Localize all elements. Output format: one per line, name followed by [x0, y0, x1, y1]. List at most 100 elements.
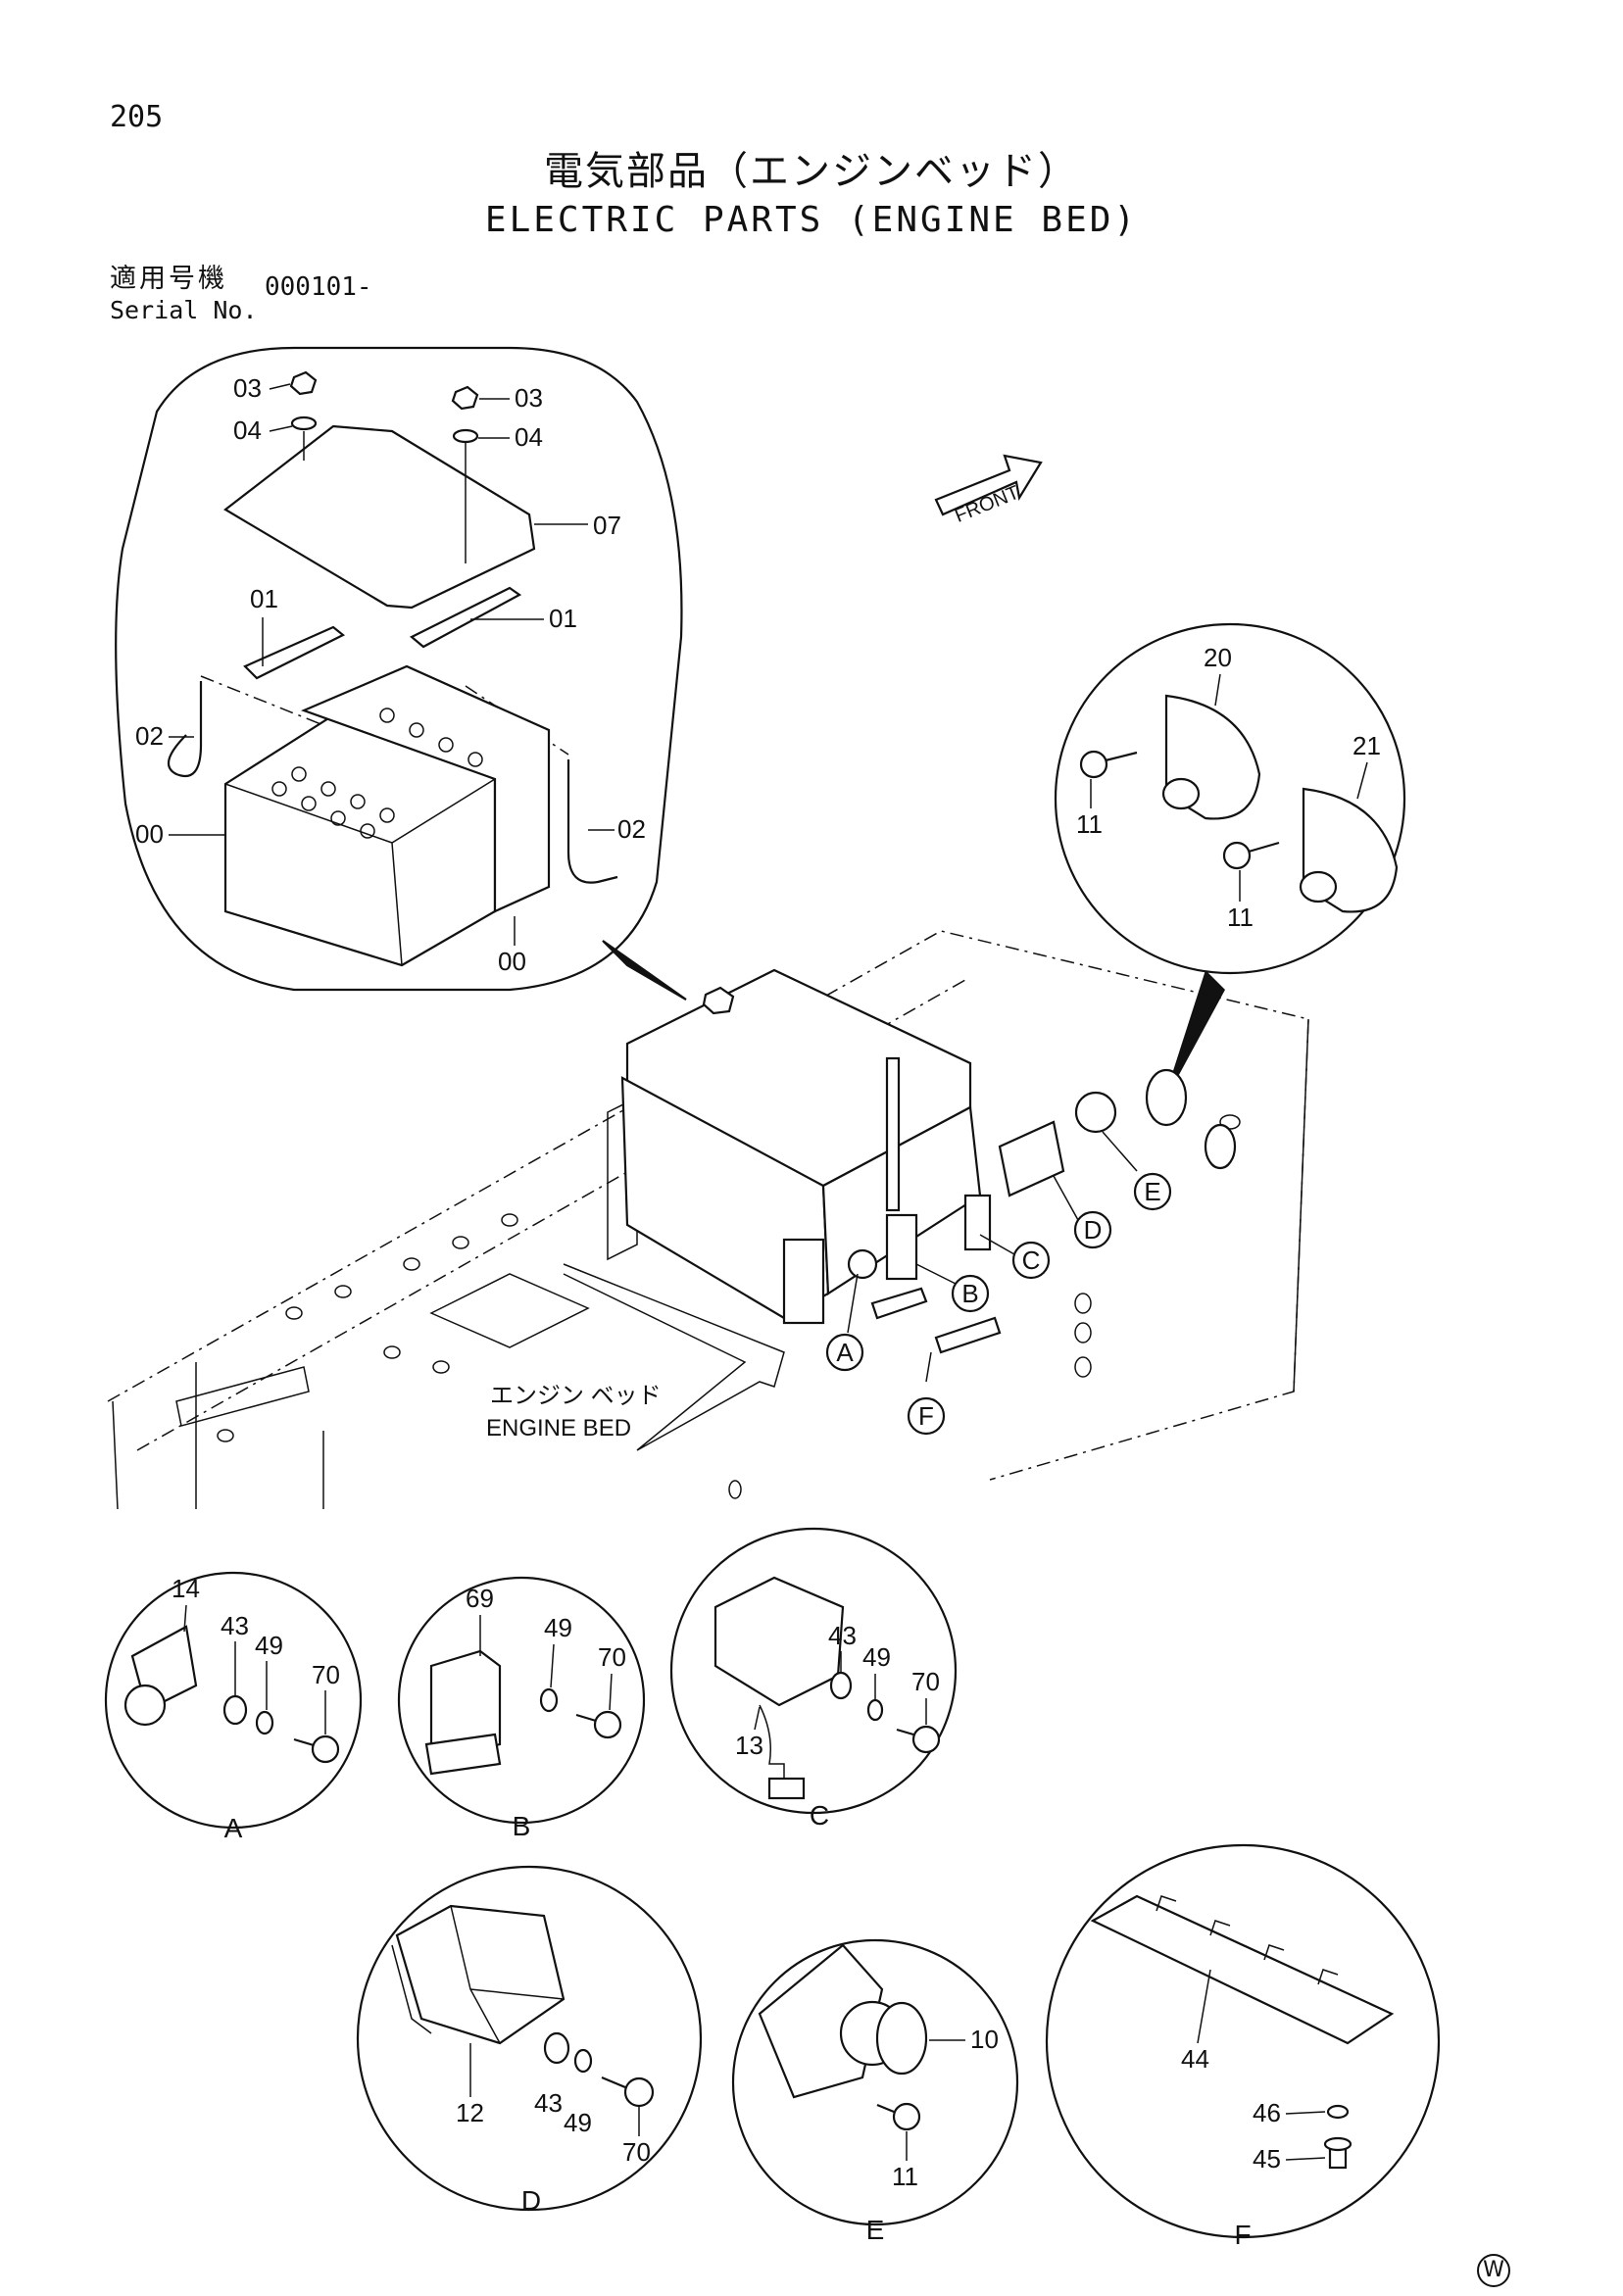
label-04a: 04 — [233, 415, 262, 445]
detail-E: 10 11 E — [731, 1938, 1019, 2245]
battery-detail: 03 04 03 04 07 01 01 02 02 00 00 — [115, 346, 687, 1001]
horn-detail-pointer — [1161, 970, 1225, 1107]
label-03a: 03 — [233, 373, 262, 403]
battery-terminals — [271, 708, 483, 839]
corner-w-mark: W — [1477, 2254, 1510, 2287]
callout-B: B — [951, 1274, 990, 1313]
component-D-box — [998, 1120, 1065, 1197]
detail-F: 44 46 45 F — [1045, 1843, 1441, 2250]
label-02b: 02 — [617, 814, 646, 844]
serial-label-japanese: 適用号機 — [110, 264, 227, 294]
detail-A: 14 43 49 70 A — [104, 1571, 363, 1843]
detail-E-letter: E — [866, 2215, 885, 2245]
battery-cover-plate — [223, 424, 536, 610]
washer-46 — [1326, 2104, 1350, 2120]
detail-C-outline — [669, 1527, 958, 1815]
label-20: 20 — [1204, 643, 1232, 672]
callout-D: D — [1073, 1210, 1112, 1249]
callout-D-label: D — [1084, 1215, 1103, 1245]
detail-C-label-13: 13 — [735, 1731, 763, 1760]
label-11a: 11 — [1076, 809, 1103, 839]
horn-detail-outline — [1054, 622, 1406, 975]
title-english: ELECTRIC PARTS (ENGINE BED) — [484, 200, 1139, 240]
detail-C-letter: C — [810, 1800, 829, 1831]
detail-C: 43 49 70 13 C — [669, 1527, 958, 1831]
callout-E-label: E — [1144, 1177, 1160, 1206]
bolt-11-lower — [1222, 841, 1252, 870]
detail-D-label-70: 70 — [622, 2137, 651, 2167]
detail-A-label-14: 14 — [172, 1574, 200, 1603]
detail-F-label-46: 46 — [1253, 2098, 1281, 2127]
label-04b: 04 — [515, 422, 543, 452]
detail-B-outline — [397, 1576, 646, 1825]
j-bolt-02-left — [167, 681, 203, 777]
component-C-regulator — [963, 1194, 992, 1251]
detail-E-label-10: 10 — [970, 2025, 999, 2054]
engine-bed-label-en: ENGINE BED — [486, 1415, 631, 1441]
callout-E: E — [1133, 1172, 1172, 1211]
washer-04-right — [452, 428, 479, 444]
label-02a: 02 — [135, 721, 164, 751]
rod-terminal — [885, 1056, 901, 1212]
detail-B-label-70: 70 — [598, 1642, 626, 1672]
bed-pad — [175, 1366, 310, 1427]
engine-bed-assembly: A B C D E F エンジン ベッド ENGINE BED — [107, 930, 1309, 1510]
detail-A-letter: A — [224, 1813, 243, 1843]
component-F-bar — [870, 1287, 928, 1320]
detail-C-label-49: 49 — [862, 1642, 891, 1672]
callout-C-label: C — [1022, 1246, 1041, 1275]
detail-A-label-43: 43 — [221, 1611, 249, 1640]
callout-A: A — [825, 1333, 864, 1372]
label-00a: 00 — [135, 819, 164, 849]
serial-number-value: 000101- — [265, 272, 372, 302]
detail-E-outline — [731, 1938, 1019, 2226]
callout-F-label: F — [918, 1401, 934, 1431]
nut-03-right — [451, 385, 479, 411]
battery-00-rear — [300, 664, 551, 913]
battery-detail-outline — [115, 346, 683, 992]
horn-on-bed-2 — [1204, 1123, 1237, 1170]
detail-C-label-43: 43 — [828, 1621, 857, 1650]
callout-C: C — [1011, 1241, 1051, 1280]
engine-bed-label-jp: エンジン ベッド — [490, 1383, 662, 1409]
detail-D-letter: D — [521, 2185, 541, 2216]
bracket-01-left — [243, 625, 346, 680]
front-arrow: FRONT — [934, 454, 1043, 527]
bar-44 — [1090, 1894, 1395, 2045]
page-title: 電気部品（エンジンベッド） ELECTRIC PARTS (ENGINE BED… — [0, 139, 1623, 240]
bracket-01-right — [410, 586, 522, 649]
label-01b: 01 — [549, 604, 577, 633]
j-bolt-02-right — [566, 759, 618, 884]
page-number: 205 — [110, 100, 164, 134]
callout-A-label: A — [836, 1338, 854, 1367]
nut-03-left — [289, 370, 318, 396]
bolt-11-upper — [1079, 750, 1108, 779]
label-11b: 11 — [1227, 903, 1254, 932]
detail-A-label-70: 70 — [312, 1660, 340, 1689]
detail-F-label-45: 45 — [1253, 2144, 1281, 2174]
horn-detail: 20 21 11 11 — [1054, 622, 1406, 1107]
detail-E-label-11: 11 — [892, 2162, 918, 2191]
battery-box-foot — [782, 1238, 825, 1325]
washer-04-left — [290, 415, 318, 431]
detail-F-outline — [1045, 1843, 1441, 2239]
bolt-11 — [892, 2102, 921, 2131]
detail-B: 69 49 70 B — [397, 1576, 646, 1841]
label-21: 21 — [1352, 731, 1381, 760]
detail-D-label-49: 49 — [564, 2108, 592, 2137]
callout-F: F — [907, 1396, 946, 1436]
label-03b: 03 — [515, 383, 543, 413]
title-japanese: 電気部品（エンジンベッド） — [544, 149, 1079, 194]
detail-A-outline — [104, 1571, 363, 1830]
callout-B-label: B — [961, 1279, 978, 1308]
detail-B-label-49: 49 — [544, 1613, 572, 1642]
label-01a: 01 — [250, 584, 278, 613]
bed-holes — [217, 1114, 1241, 1499]
battery-detail-pointer — [602, 940, 687, 1001]
component-A-small — [847, 1248, 878, 1280]
detail-F-label-44: 44 — [1181, 2044, 1209, 2074]
detail-C-label-70: 70 — [911, 1667, 940, 1696]
horn-on-bed — [1145, 1068, 1188, 1127]
detail-B-label-69: 69 — [466, 1584, 494, 1613]
